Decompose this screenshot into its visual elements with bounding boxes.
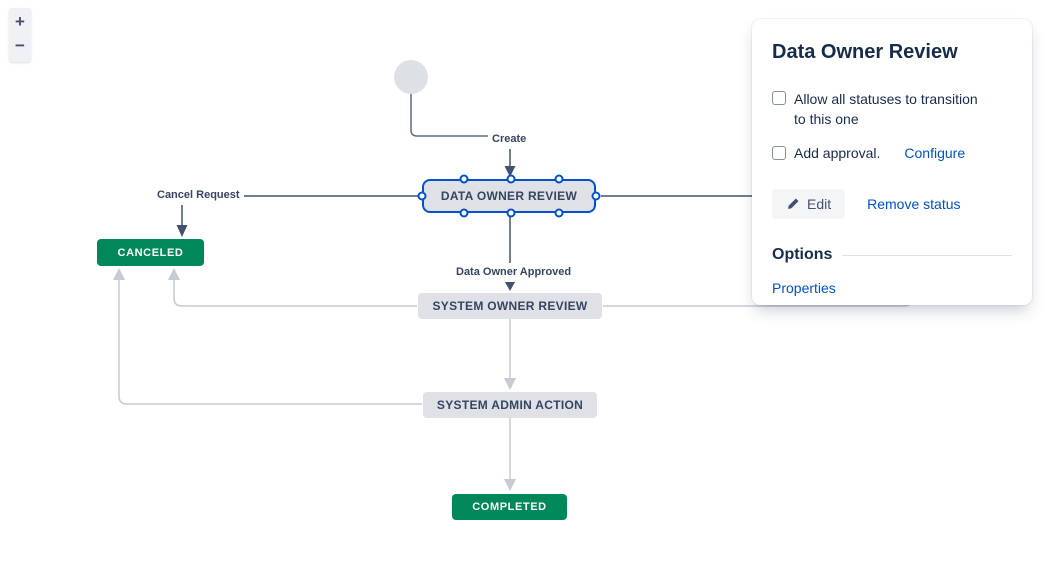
transition-line-create (410, 93, 516, 177)
status-node-system-owner-review[interactable]: SYSTEM OWNER REVIEW (418, 293, 602, 319)
panel-actions-row: Edit Remove status (772, 189, 1012, 219)
transition-line-sor-to-saa (504, 319, 516, 390)
connection-handle-top-right[interactable] (554, 174, 564, 184)
options-heading: Options (772, 246, 833, 263)
panel-title: Data Owner Review (772, 41, 958, 63)
transition-line-data-owner-approved (505, 214, 515, 291)
status-node-label: SYSTEM ADMIN ACTION (436, 398, 584, 412)
start-node[interactable] (394, 60, 428, 94)
transition-label-data-owner-approved[interactable]: Data Owner Approved (454, 266, 574, 278)
status-node-label: COMPLETED (472, 501, 547, 513)
connection-handle-bottom-right[interactable] (554, 208, 564, 218)
status-node-canceled[interactable]: CANCELED (97, 239, 204, 266)
options-divider (842, 254, 1012, 256)
status-node-label: CANCELED (117, 246, 184, 259)
status-node-completed[interactable]: COMPLETED (452, 494, 567, 520)
connection-handle-bottom-center[interactable] (506, 208, 516, 218)
transition-line-cancel-request (176, 195, 421, 237)
configure-link[interactable]: Configure (904, 145, 966, 161)
connection-handle-top-left[interactable] (459, 174, 469, 184)
connection-handle-left[interactable] (417, 191, 427, 201)
add-approval-row: Add approval. Configure (772, 143, 1012, 163)
edit-button[interactable]: Edit (772, 189, 846, 219)
zoom-control: + − (9, 8, 31, 62)
properties-link[interactable]: Properties (772, 280, 836, 296)
add-approval-checkbox[interactable] (772, 146, 786, 160)
connection-handle-bottom-left[interactable] (459, 208, 469, 218)
edit-button-label: Edit (807, 196, 832, 212)
zoom-in-button[interactable]: + (9, 13, 31, 30)
status-properties-panel: Data Owner Review Allow all statuses to … (752, 19, 1032, 305)
properties-row: Properties (772, 280, 1012, 298)
options-section-header: Options (772, 246, 1012, 264)
status-node-label: SYSTEM OWNER REVIEW (432, 299, 588, 313)
status-node-system-admin-action[interactable]: SYSTEM ADMIN ACTION (423, 392, 597, 418)
status-node-data-owner-review[interactable]: DATA OWNER REVIEW (417, 174, 601, 218)
pencil-icon (788, 198, 799, 209)
connection-handle-right[interactable] (591, 191, 601, 201)
remove-status-link[interactable]: Remove status (867, 196, 961, 212)
allow-all-statuses-label[interactable]: Allow all statuses to transition to this… (794, 91, 978, 127)
allow-all-statuses-checkbox[interactable] (772, 91, 786, 105)
add-approval-label[interactable]: Add approval. (794, 145, 881, 161)
transition-line-saa-to-canceled (113, 268, 422, 405)
zoom-out-button[interactable]: − (9, 37, 31, 54)
connection-handle-top-center[interactable] (506, 174, 516, 184)
allow-all-statuses-row: Allow all statuses to transition to this… (772, 89, 1012, 129)
transition-line-saa-to-completed (504, 418, 516, 491)
transition-label-create[interactable]: Create (490, 133, 529, 145)
transition-label-cancel-request[interactable]: Cancel Request (155, 189, 242, 201)
transition-line-sor-to-canceled (168, 268, 417, 307)
status-node-label: DATA OWNER REVIEW (440, 189, 578, 203)
